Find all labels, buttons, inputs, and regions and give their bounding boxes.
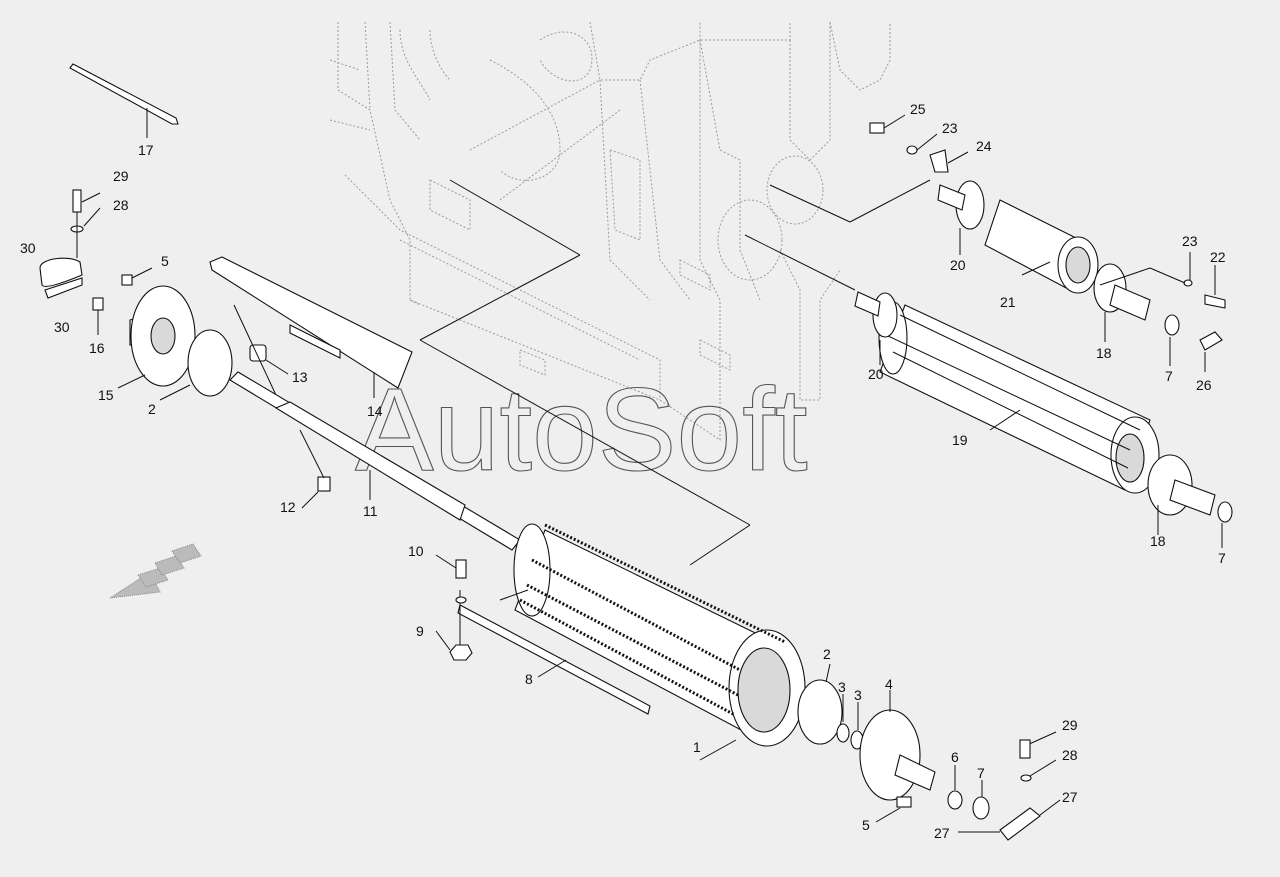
callout-21: 21 — [1000, 294, 1016, 310]
callout-28: 28 — [1062, 747, 1078, 763]
callout-30: 30 — [54, 319, 70, 335]
callout-2: 2 — [823, 646, 831, 662]
callout-12: 12 — [280, 499, 296, 515]
callout-3: 3 — [854, 687, 862, 703]
callout-labels: 1 2 2 3 3 4 5 5 6 7 7 7 8 9 10 11 12 13 … — [20, 101, 1226, 841]
callout-20: 20 — [868, 366, 884, 382]
callout-7: 7 — [1165, 368, 1173, 384]
direction-arrow — [109, 543, 202, 599]
callout-30: 30 — [20, 240, 36, 256]
upper-right-drum-assembly — [769, 114, 1233, 548]
callout-2: 2 — [148, 401, 156, 417]
callout-24: 24 — [976, 138, 992, 154]
callout-26: 26 — [1196, 377, 1212, 393]
callout-16: 16 — [89, 340, 105, 356]
callout-27: 27 — [1062, 789, 1078, 805]
callout-25: 25 — [910, 101, 926, 117]
callout-7: 7 — [1218, 550, 1226, 566]
callout-1: 1 — [693, 739, 701, 755]
left-bearing-assembly — [39, 189, 233, 401]
part-17-cable-tie — [69, 63, 179, 138]
callout-11: 11 — [363, 503, 378, 519]
callout-22: 22 — [1210, 249, 1226, 265]
callout-3: 3 — [838, 679, 846, 695]
callout-19: 19 — [952, 432, 968, 448]
callout-14: 14 — [367, 403, 383, 419]
callout-18: 18 — [1150, 533, 1166, 549]
callout-13: 13 — [292, 369, 308, 385]
callout-29: 29 — [1062, 717, 1078, 733]
callout-9: 9 — [416, 623, 424, 639]
callout-18: 18 — [1096, 345, 1112, 361]
callout-7: 7 — [977, 765, 985, 781]
machine-frame-outline — [329, 21, 891, 441]
callout-20: 20 — [950, 257, 966, 273]
callout-4: 4 — [885, 676, 893, 692]
assembly-leader-lines — [419, 179, 856, 566]
callout-28: 28 — [113, 197, 129, 213]
callout-6: 6 — [951, 749, 959, 765]
callout-15: 15 — [98, 387, 114, 403]
callout-5: 5 — [161, 253, 169, 269]
callout-17: 17 — [138, 142, 154, 158]
callout-27: 27 — [934, 825, 950, 841]
callout-29: 29 — [113, 168, 129, 184]
callout-5: 5 — [862, 817, 870, 833]
callout-8: 8 — [525, 671, 533, 687]
callout-10: 10 — [408, 543, 424, 559]
lower-rotor-drum — [435, 523, 1061, 841]
callout-23: 23 — [942, 120, 958, 136]
callout-23: 23 — [1182, 233, 1198, 249]
